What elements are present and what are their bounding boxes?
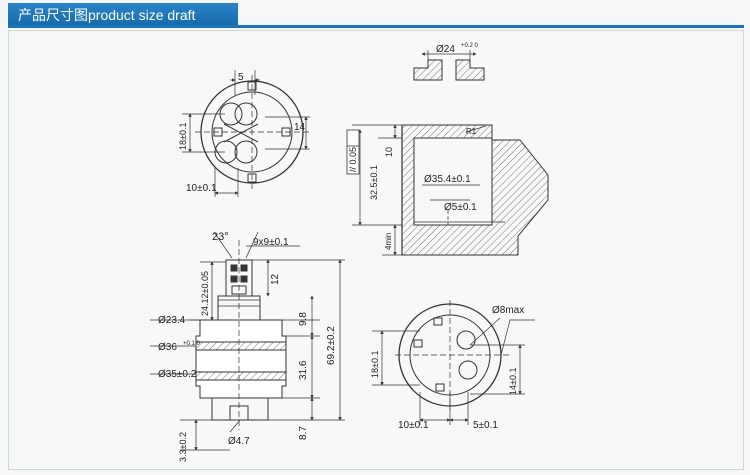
dim-side-36: Ø36 — [158, 342, 177, 353]
header-line — [8, 25, 744, 28]
dim-top-14: 14 — [294, 122, 306, 133]
dim-bot-8max: Ø8max — [492, 305, 524, 316]
header: 产品尺寸图product size draft — [0, 3, 750, 29]
dim-sec-005: // 0.05 — [348, 147, 358, 172]
dim-bot-10: 10±0.1 — [398, 420, 429, 431]
dim-sec-r1: R1 — [466, 127, 477, 136]
page-title: 产品尺寸图product size draft — [18, 7, 196, 23]
dim-sec-5: Ø5±0.1 — [444, 202, 477, 213]
dim-sec-325: 32.5±0.1 — [369, 165, 379, 200]
top-view — [182, 70, 310, 197]
dim-bot-18: 18±0.1 — [370, 351, 380, 378]
dim-side-36-tol: +0.1 0 — [183, 341, 201, 347]
dim-sec-4min: 4min — [384, 233, 393, 250]
bottom-view — [372, 300, 535, 425]
dim-top-10: 10±0.1 — [186, 183, 217, 194]
dim-side-98: 9.8 — [298, 312, 309, 326]
dim-sec-24: Ø24 — [436, 44, 455, 55]
header-bar — [8, 3, 238, 27]
dim-sec-10: 10 — [384, 147, 394, 157]
dim-side-33: 3.3±0.2 — [178, 432, 188, 462]
dim-side-spline: 9x9±0.1 — [253, 237, 289, 248]
dim-side-316: 31.6 — [298, 360, 309, 380]
dim-top-18: 18±0.1 — [178, 123, 188, 150]
dim-bot-5: 5±0.1 — [473, 420, 498, 431]
dim-side-692: 69.2±0.2 — [326, 326, 337, 365]
dim-side-35: Ø35±0.2 — [158, 369, 197, 380]
dim-side-12: 12 — [270, 273, 281, 285]
dim-side-2412: 24.12±0.05 — [200, 271, 210, 316]
drawing-frame — [8, 30, 744, 470]
dim-bot-14: 14±0.1 — [508, 368, 518, 395]
dim-side-234: Ø23.4 — [158, 315, 186, 326]
dim-side-angle: 23° — [212, 231, 229, 243]
dim-side-87: 8.7 — [298, 426, 309, 440]
dim-side-47: Ø4.7 — [228, 436, 250, 447]
dim-sec-24-tol: +0.2 0 — [461, 43, 479, 49]
section-view — [346, 50, 549, 256]
side-view — [150, 231, 345, 451]
dim-top-5: 5 — [238, 72, 244, 83]
dim-sec-354: Ø35.4±0.1 — [424, 174, 471, 185]
